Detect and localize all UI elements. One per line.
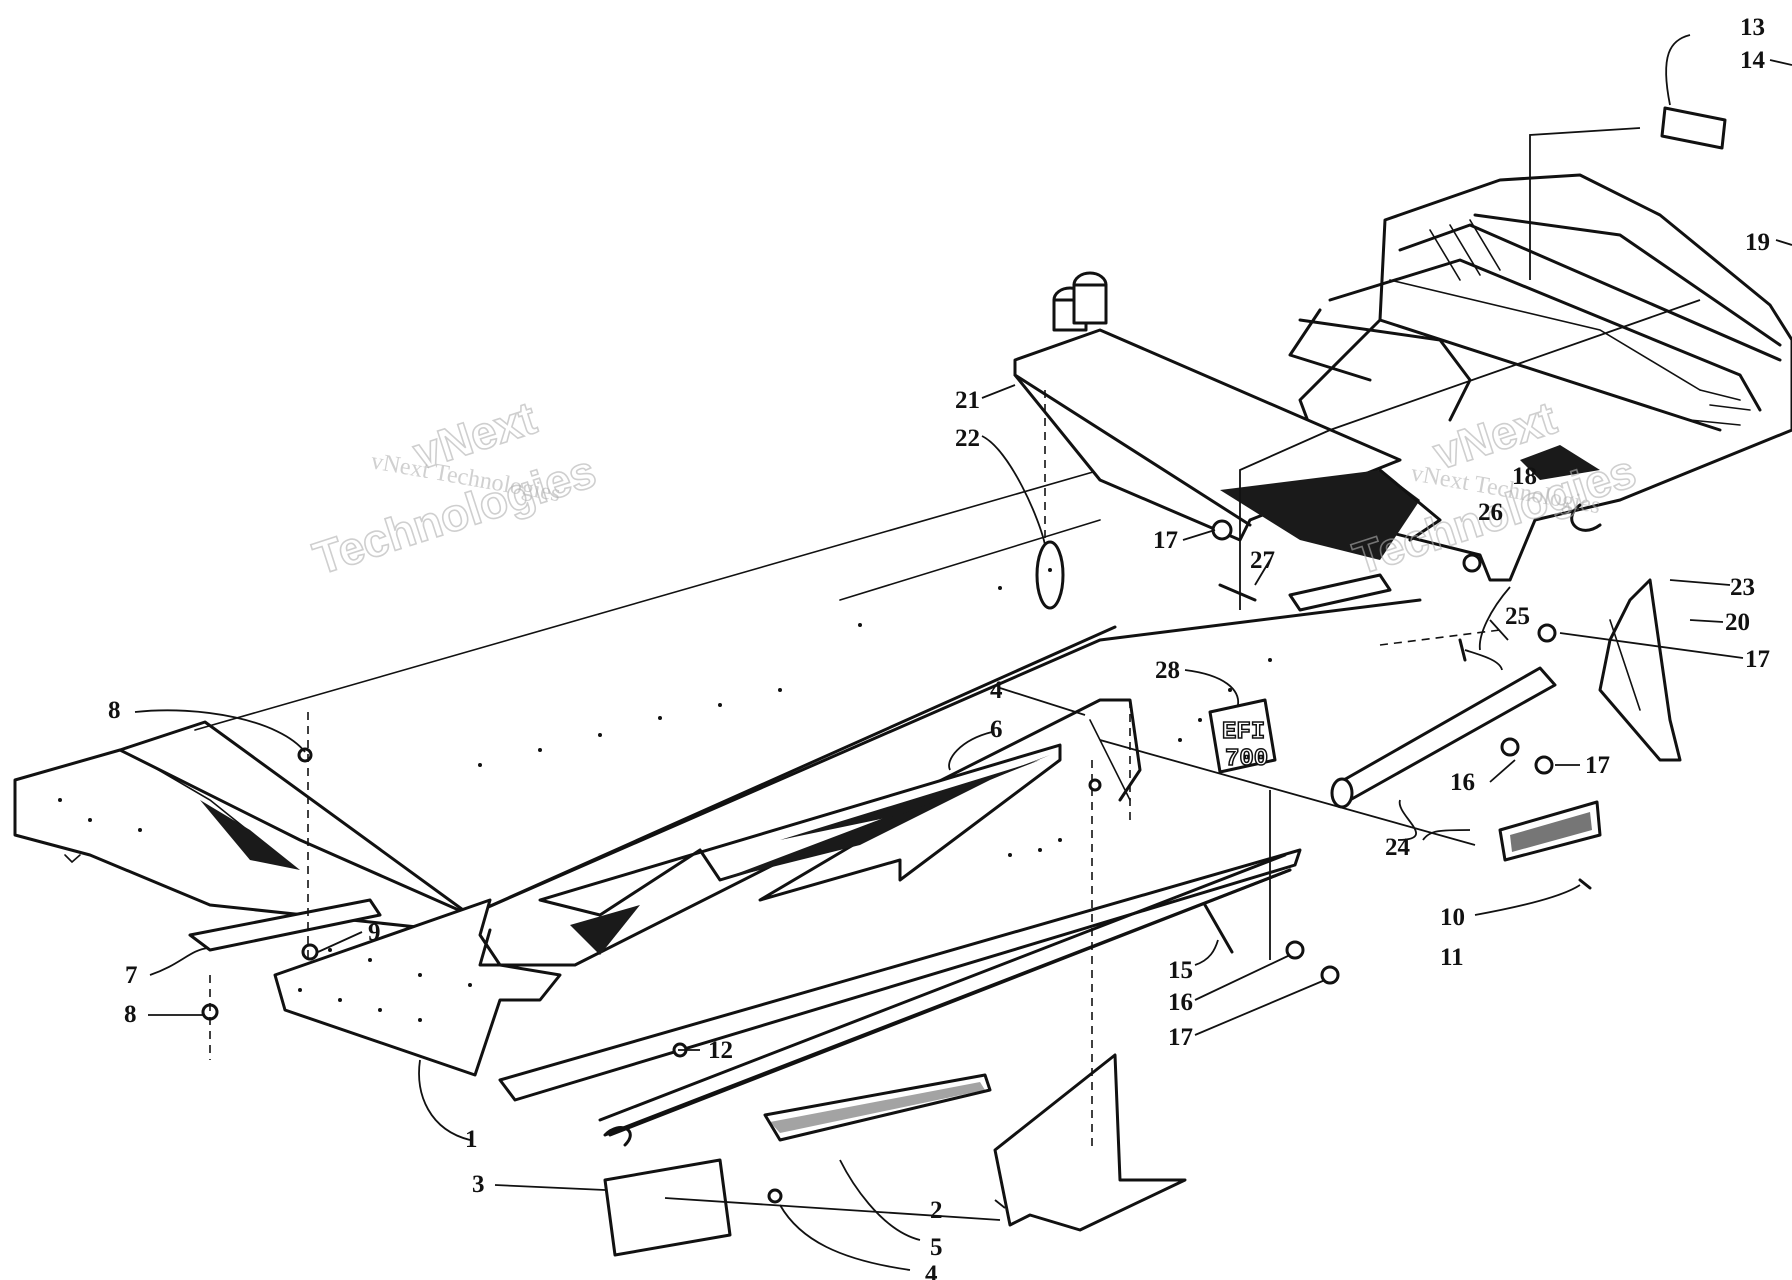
reflector-13 (1660, 106, 1727, 150)
callout-28: 28 (1155, 657, 1180, 684)
callout-4-top: 4 (990, 677, 1003, 704)
side-decal-stripe (538, 743, 1062, 955)
callout-23: 23 (1730, 574, 1755, 601)
callout-8-top: 8 (108, 697, 121, 724)
callout-4-bottom: 4 (925, 1261, 938, 1280)
callout-13: 13 (1740, 14, 1765, 41)
fastener-22 (1035, 540, 1065, 610)
callout-17-left: 17 (1153, 527, 1178, 554)
badge-top-text: EFI (1222, 719, 1265, 746)
hitch-plate (1013, 271, 1472, 560)
callout-22: 22 (955, 425, 980, 452)
callout-26: 26 (1478, 499, 1503, 526)
callout-17-right: 17 (1745, 646, 1770, 673)
callout-14: 14 (1740, 47, 1766, 74)
bracket-7 (188, 898, 382, 952)
fasteners (201, 519, 1592, 1204)
bolt-27 (1218, 583, 1257, 602)
callout-11: 11 (1440, 944, 1464, 971)
bracket-27 (1288, 573, 1392, 612)
callout-leaders (134, 34, 1792, 1271)
callout-17-mid: 17 (1585, 752, 1610, 779)
callout-18: 18 (1512, 463, 1537, 490)
callout-12: 12 (708, 1037, 733, 1064)
callout-16-left: 16 (1168, 989, 1193, 1016)
badge-bottom-text: 700 (1225, 746, 1268, 773)
callout-1: 1 (465, 1126, 478, 1153)
callout-21: 21 (955, 387, 980, 414)
callout-19: 19 (1745, 229, 1770, 256)
bracket-2 (993, 1053, 1187, 1232)
callout-9: 9 (368, 919, 381, 946)
callout-6: 6 (990, 716, 1003, 743)
callout-3: 3 (472, 1171, 485, 1198)
pad-5 (763, 1073, 992, 1142)
callout-8-bottom: 8 (124, 1001, 137, 1028)
efi-700-badge: EFI 700 (1208, 698, 1277, 774)
callout-25: 25 (1505, 603, 1530, 630)
callout-10: 10 (1440, 904, 1465, 931)
callout-17-bottom: 17 (1168, 1024, 1193, 1051)
tube-24 (1333, 666, 1557, 802)
plate-3 (603, 1158, 732, 1257)
rivet-dots (58, 568, 1272, 1022)
callout-5: 5 (930, 1234, 943, 1261)
callout-15: 15 (1168, 957, 1193, 984)
callout-7: 7 (125, 962, 138, 989)
callout-2: 2 (930, 1197, 943, 1224)
rear-frame-assembly (1298, 173, 1792, 762)
callout-labels: 8 7 8 9 1 3 12 4 6 2 5 4 13 14 19 21 22 … (108, 14, 1770, 1280)
callout-20: 20 (1725, 609, 1750, 636)
callout-24: 24 (1385, 834, 1411, 861)
callout-27: 27 (1250, 547, 1275, 574)
alignment-lines (209, 127, 1701, 1221)
tunnel-body (13, 469, 1422, 1147)
callout-16-right: 16 (1450, 769, 1475, 796)
